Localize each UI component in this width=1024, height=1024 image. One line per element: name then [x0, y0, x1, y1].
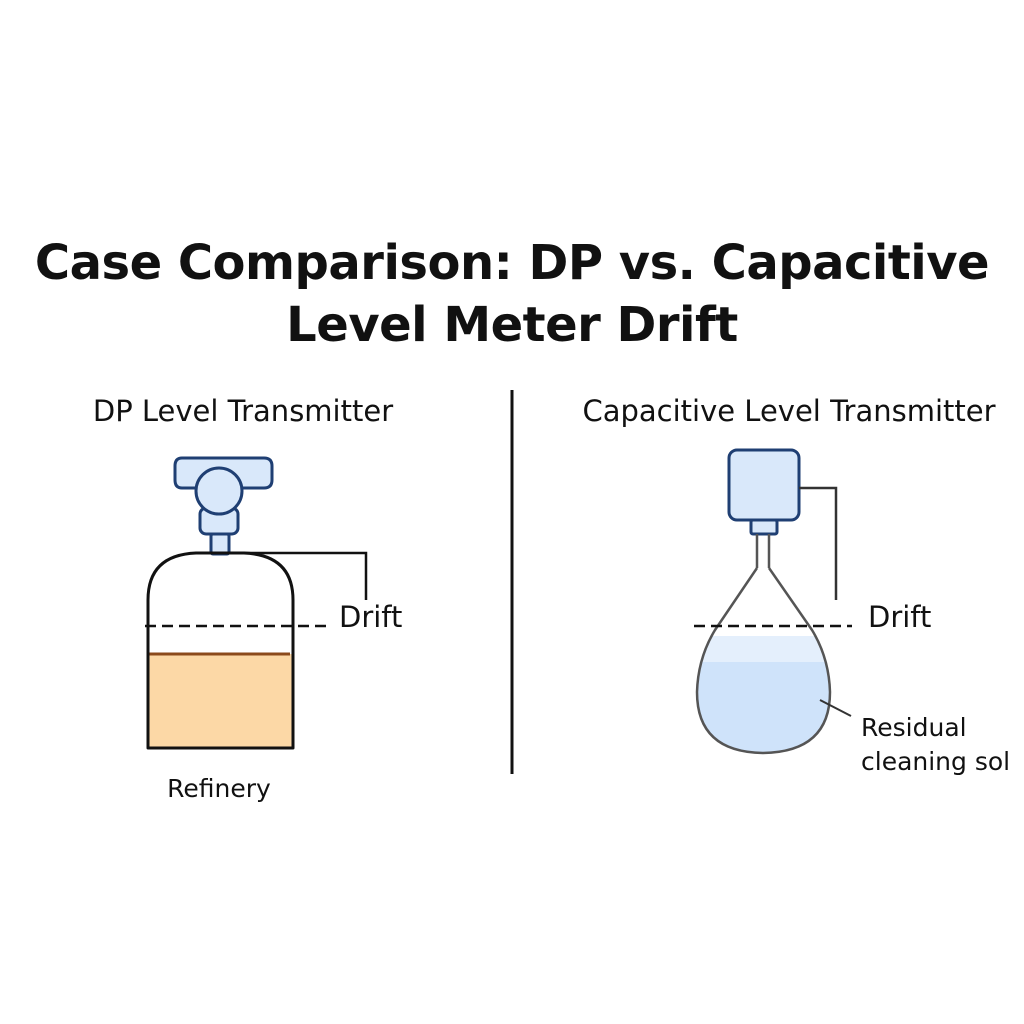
- capacitive-probe: [755, 534, 771, 568]
- dp-transmitter-icon: [173, 456, 274, 556]
- dp-vessel-label: Refinery: [167, 774, 271, 803]
- dp-panel: DP Level Transmitter Drift Refinery: [93, 394, 403, 803]
- dp-impulse-line: [230, 551, 368, 600]
- page-title-line-2: Level Meter Drift: [286, 297, 738, 353]
- capacitive-transmitter-icon: [727, 448, 801, 536]
- dp-vessel-liquid: [148, 654, 292, 747]
- page-title-line-1: Case Comparison: DP vs. Capacitive: [34, 235, 990, 291]
- capacitive-liquid-top: [697, 636, 830, 662]
- capacitive-cable: [799, 486, 838, 600]
- capacitive-drift-label: Drift: [868, 600, 931, 634]
- capacitive-panel-heading: Capacitive Level Transmitter: [582, 394, 995, 428]
- residual-callout-line-2: cleaning sol: [861, 747, 1010, 776]
- dp-drift-label: Drift: [339, 600, 402, 634]
- capacitive-panel: Capacitive Level Transmitter Drift Resi: [582, 394, 1010, 776]
- page-title: Case Comparison: DP vs. Capacitive Level…: [0, 232, 1024, 356]
- residual-callout-leader: [819, 699, 852, 717]
- residual-callout-line-1: Residual: [861, 713, 967, 742]
- capacitive-vessel: [695, 567, 832, 755]
- dp-vessel: [146, 551, 295, 750]
- dp-panel-heading: DP Level Transmitter: [93, 394, 393, 428]
